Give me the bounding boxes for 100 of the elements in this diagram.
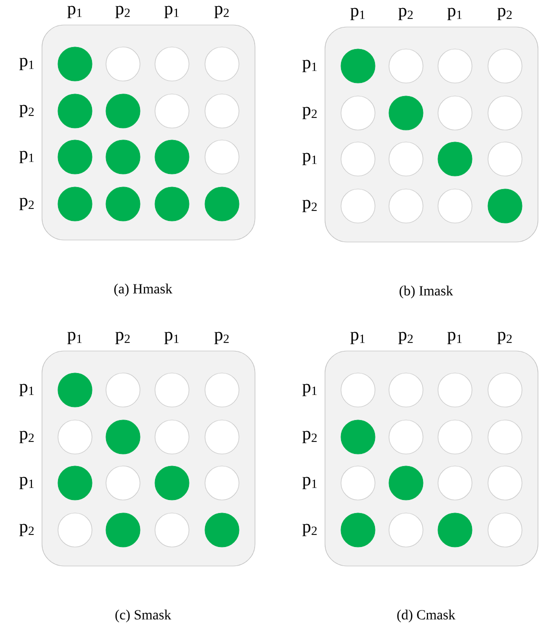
empty-circle [204,46,240,82]
empty-circle [438,420,472,454]
column-label: p$_{2}$ [398,8,413,20]
column-label: p$_{1}$ [447,332,462,344]
panel-label: (c) Smask [115,610,172,622]
empty-circle [438,372,472,408]
column-label: p$_{2}$ [115,332,130,344]
filled-circle [58,186,92,222]
empty-circle [340,96,376,130]
filled-circle [388,96,424,130]
empty-circle [340,372,376,408]
row-label: p$_{2}$ [302,524,317,536]
empty-circle [340,142,376,176]
empty-circle [488,96,522,130]
column-label: p$_{1}$ [350,8,365,20]
empty-circle [340,466,376,500]
empty-circle [58,420,92,454]
column-label: p$_{2}$ [214,6,229,18]
row-label: p$_{1}$ [302,152,317,166]
filled-circle [438,142,472,176]
empty-circle [106,46,140,82]
filled-circle [106,186,140,222]
empty-circle [154,420,190,454]
empty-circle [388,512,424,548]
empty-circle [204,140,240,174]
empty-circle [58,512,92,548]
row-label: p$_{2}$ [19,198,34,210]
column-label: p$_{2}$ [497,8,512,20]
panel-label: (a) Hmask [114,284,172,296]
empty-circle [488,420,522,454]
filled-circle [388,466,424,500]
row-label: p$_{1}$ [302,476,317,490]
empty-circle [106,466,140,500]
empty-circle [388,372,424,408]
filled-circle [154,466,190,500]
column-label: p$_{1}$ [350,332,365,344]
column-label: p$_{1}$ [447,8,462,20]
filled-circle [58,46,92,82]
filled-circle [106,94,140,128]
empty-circle [388,48,424,84]
empty-circle [154,94,190,128]
empty-circle [154,372,190,408]
panel-label: (b) Imask [400,286,454,298]
empty-circle [106,372,140,408]
empty-circle [388,188,424,224]
filled-circle [58,466,92,500]
row-label: p$_{2}$ [19,524,34,536]
column-label: p$_{2}$ [497,332,512,344]
filled-circle [154,186,190,222]
filled-circle [106,512,140,548]
filled-circle [340,48,376,84]
empty-circle [488,48,522,84]
empty-circle [438,96,472,130]
empty-circle [340,188,376,224]
row-label: p$_{2}$ [302,200,317,212]
filled-circle [154,140,190,174]
empty-circle [154,46,190,82]
empty-circle [204,466,240,500]
row-label: p$_{1}$ [19,384,34,396]
column-label: p$_{1}$ [164,332,179,344]
empty-circle [488,512,522,548]
empty-circle [488,466,522,500]
filled-circle [488,188,522,224]
column-label: p$_{1}$ [67,332,82,344]
empty-circle [438,466,472,500]
row-label: p$_{1}$ [19,150,34,164]
filled-circle [438,512,472,548]
filled-circle [58,140,92,174]
filled-circle [106,140,140,174]
empty-circle [204,94,240,128]
empty-circle [204,420,240,454]
row-label: p$_{1}$ [19,476,34,490]
panel-label: (d) Cmask [397,610,456,622]
row-label: p$_{1}$ [302,384,317,396]
row-label: p$_{2}$ [19,104,34,118]
column-label: p$_{1}$ [67,6,82,18]
filled-circle [340,512,376,548]
row-label: p$_{1}$ [19,58,34,70]
filled-circle [204,186,240,222]
column-label: p$_{2}$ [115,6,130,18]
filled-circle [340,420,376,454]
empty-circle [488,372,522,408]
column-label: p$_{2}$ [398,332,413,344]
empty-circle [488,142,522,176]
empty-circle [154,512,190,548]
empty-circle [438,188,472,224]
empty-circle [204,372,240,408]
row-label: p$_{2}$ [302,106,317,120]
row-label: p$_{2}$ [302,430,317,444]
empty-circle [438,48,472,84]
row-label: p$_{1}$ [302,60,317,72]
empty-circle [388,142,424,176]
filled-circle [58,94,92,128]
filled-circle [58,372,92,408]
filled-circle [106,420,140,454]
column-label: p$_{1}$ [164,6,179,18]
column-label: p$_{2}$ [214,332,229,344]
filled-circle [204,512,240,548]
row-label: p$_{2}$ [19,430,34,444]
empty-circle [388,420,424,454]
